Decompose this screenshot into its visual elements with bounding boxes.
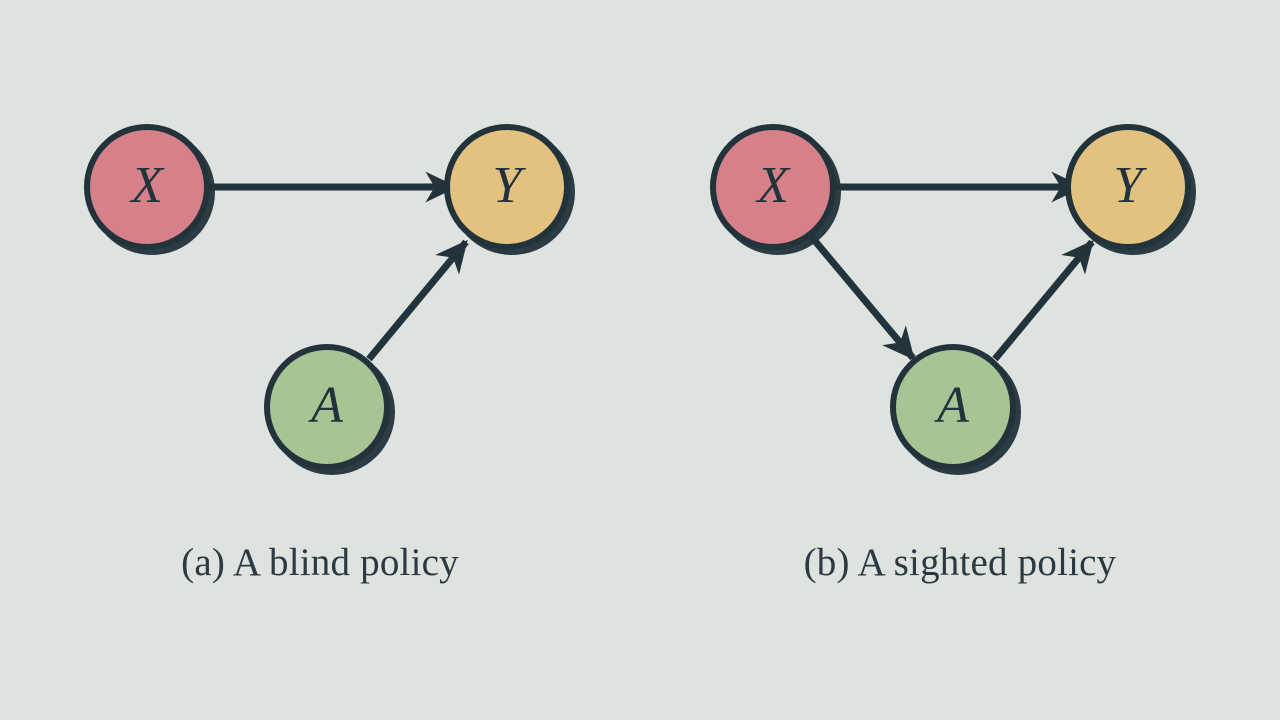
causal-graph-blind: X Y A — [84, 124, 575, 475]
node-x[interactable]: X — [710, 124, 836, 250]
panel-blind-policy: X Y A (a) A blind policy — [84, 124, 575, 584]
node-x-circle[interactable] — [84, 124, 210, 250]
node-a-circle[interactable] — [264, 344, 390, 470]
panel-caption-b: (b) A sighted policy — [803, 541, 1117, 584]
edge-a-to-y — [366, 239, 469, 362]
node-a-circle[interactable] — [890, 344, 1016, 470]
node-y-label: Y — [1114, 157, 1148, 214]
node-x-circle[interactable] — [710, 124, 836, 250]
causal-graph-sighted: X Y A — [710, 124, 1196, 475]
node-a-label: A — [934, 377, 969, 434]
node-y-circle[interactable] — [444, 124, 570, 250]
node-x-label: X — [129, 157, 165, 214]
edge-a-to-y — [992, 239, 1095, 362]
edge-x-to-a — [807, 232, 916, 361]
node-y-circle[interactable] — [1065, 124, 1191, 250]
node-x[interactable]: X — [84, 124, 210, 250]
node-y-label: Y — [493, 157, 527, 214]
node-x-label: X — [755, 157, 791, 214]
node-y[interactable]: Y — [444, 124, 570, 250]
panel-caption-a: (a) A blind policy — [181, 541, 459, 584]
node-a-label: A — [308, 377, 343, 434]
node-a[interactable]: A — [264, 344, 390, 470]
node-y[interactable]: Y — [1065, 124, 1191, 250]
panel-sighted-policy: X Y A (b) A sighted policy — [640, 0, 1280, 720]
node-a[interactable]: A — [890, 344, 1016, 470]
